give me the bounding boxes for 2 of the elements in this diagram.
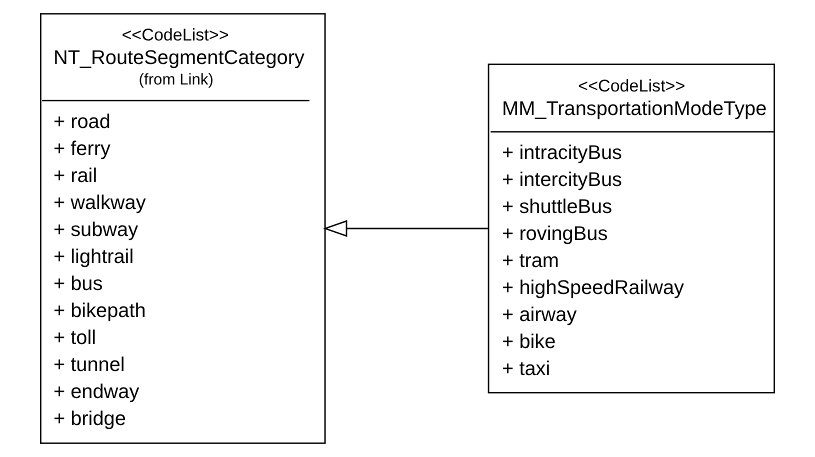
node-box: <<CodeList>> NT_RouteSegmentCategory (from Link) + road + ferry + rail + walkway + subway + lightrail + bus + bikepath + toll + tunnel + endway + bridge — [40, 13, 326, 444]
arrow — [323, 220, 488, 237]
